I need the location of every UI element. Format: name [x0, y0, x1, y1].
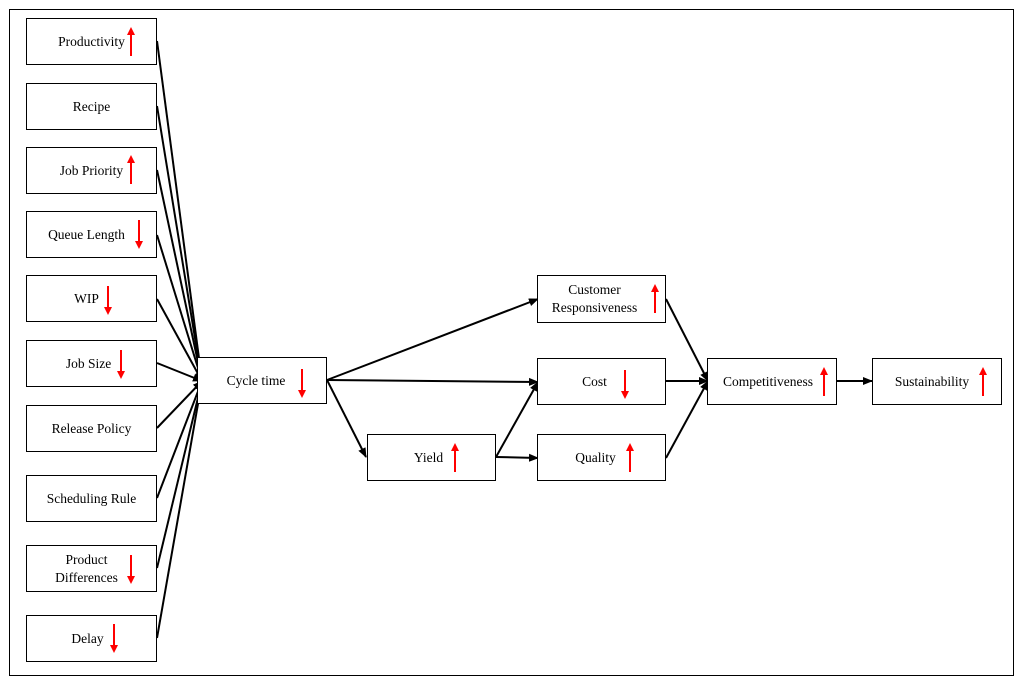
- down-arrow-icon: [135, 220, 143, 249]
- node-release-policy: Release Policy: [26, 405, 157, 452]
- node-label: Competitiveness: [723, 373, 813, 389]
- down-arrow-icon: [621, 370, 629, 399]
- node-label: Queue Length: [48, 226, 125, 242]
- edge-yield-quality: [495, 453, 539, 462]
- node-quality: Quality: [537, 434, 666, 481]
- node-sustainability: Sustainability: [872, 358, 1002, 405]
- node-wip: WIP: [26, 275, 157, 322]
- node-label: Cost: [582, 373, 607, 389]
- node-yield: Yield: [367, 434, 496, 481]
- down-arrow-icon: [104, 286, 112, 315]
- up-arrow-icon: [626, 443, 634, 472]
- node-label: Yield: [413, 449, 444, 465]
- edge-scheduling-rule-cycle-time: [156, 380, 203, 499]
- node-delay: Delay: [26, 615, 157, 662]
- edge-quality-competitiveness: [665, 380, 709, 459]
- node-label: Customer Responsiveness: [551, 282, 638, 315]
- edge-release-policy-cycle-time: [156, 380, 203, 429]
- node-productivity: Productivity: [26, 18, 157, 65]
- node-recipe: Recipe: [26, 83, 157, 130]
- up-arrow-icon: [820, 367, 828, 396]
- node-label: Recipe: [72, 98, 111, 114]
- node-label: Job Size: [65, 355, 112, 371]
- edge-job-size-cycle-time: [156, 362, 203, 382]
- node-label: Product Differences: [55, 551, 118, 585]
- edge-yield-cost: [495, 381, 539, 458]
- node-label: Scheduling Rule: [46, 490, 137, 506]
- edge-delay-cycle-time: [156, 380, 205, 639]
- node-job-size: Job Size: [26, 340, 157, 387]
- up-arrow-icon: [651, 284, 659, 313]
- node-job-priority: Job Priority: [26, 147, 157, 194]
- node-label: Cycle time: [226, 372, 286, 388]
- node-scheduling-rule: Scheduling Rule: [26, 475, 157, 522]
- edge-product-differences-cycle-time: [156, 380, 204, 569]
- up-arrow-icon: [979, 367, 987, 396]
- node-customer-responsiveness: Customer Responsiveness: [537, 275, 666, 323]
- edge-cycle-time-customer-responsiveness: [326, 298, 539, 381]
- down-arrow-icon: [298, 369, 306, 398]
- diagram-frame: [9, 9, 1014, 676]
- edge-productivity-cycle-time: [156, 40, 205, 382]
- edge-cycle-time-cost: [326, 377, 539, 386]
- node-label: Delay: [71, 630, 104, 646]
- down-arrow-icon: [117, 350, 125, 379]
- node-label: Sustainability: [894, 373, 970, 389]
- edge-recipe-cycle-time: [156, 105, 205, 382]
- node-label: Productivity: [58, 33, 125, 49]
- edge-wip-cycle-time: [156, 298, 203, 382]
- node-label: Release Policy: [51, 420, 132, 436]
- node-cost: Cost: [537, 358, 666, 405]
- node-label: WIP: [74, 290, 99, 306]
- up-arrow-icon: [127, 155, 135, 184]
- down-arrow-icon: [127, 555, 135, 584]
- node-cycle-time: Cycle time: [197, 357, 327, 404]
- node-product-differences: Product Differences: [26, 545, 157, 592]
- node-competitiveness: Competitiveness: [707, 358, 837, 405]
- node-label: Job Priority: [59, 162, 124, 178]
- node-queue-length: Queue Length: [26, 211, 157, 258]
- up-arrow-icon: [451, 443, 459, 472]
- edge-job-priority-cycle-time: [156, 169, 205, 382]
- edge-customer-responsiveness-competitiveness: [665, 298, 709, 382]
- down-arrow-icon: [110, 624, 118, 653]
- up-arrow-icon: [127, 27, 135, 56]
- edge-queue-length-cycle-time: [156, 234, 204, 382]
- edge-cycle-time-yield: [326, 379, 367, 458]
- node-label: Quality: [575, 449, 616, 465]
